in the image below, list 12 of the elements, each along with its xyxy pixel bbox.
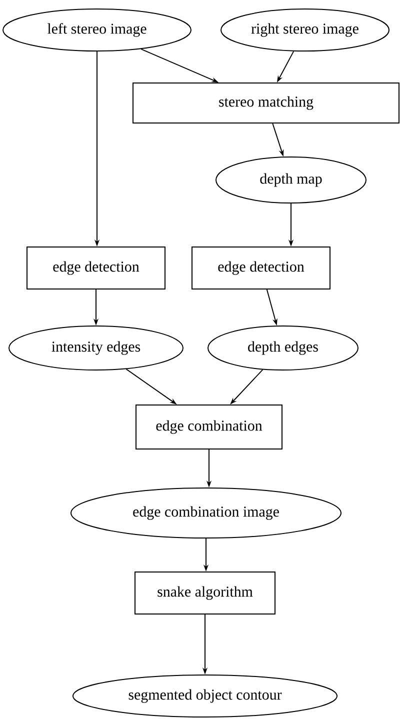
ellipse-node: left stereo image	[2, 8, 192, 52]
ellipse-node: intensity edges	[8, 326, 184, 370]
ellipse-node: depth edges	[208, 326, 358, 370]
process-box: edge combination	[136, 404, 282, 450]
process-box: stereo matching	[132, 82, 400, 124]
ellipse-node: depth map	[216, 156, 366, 204]
ellipse-node: edge combination image	[70, 488, 342, 538]
ellipse-node: segmented object contour	[72, 674, 338, 718]
process-box: snake algorithm	[134, 572, 276, 614]
process-box: edge detection	[26, 246, 166, 290]
process-box: edge detection	[192, 246, 330, 290]
ellipse-node: right stereo image	[220, 8, 390, 52]
